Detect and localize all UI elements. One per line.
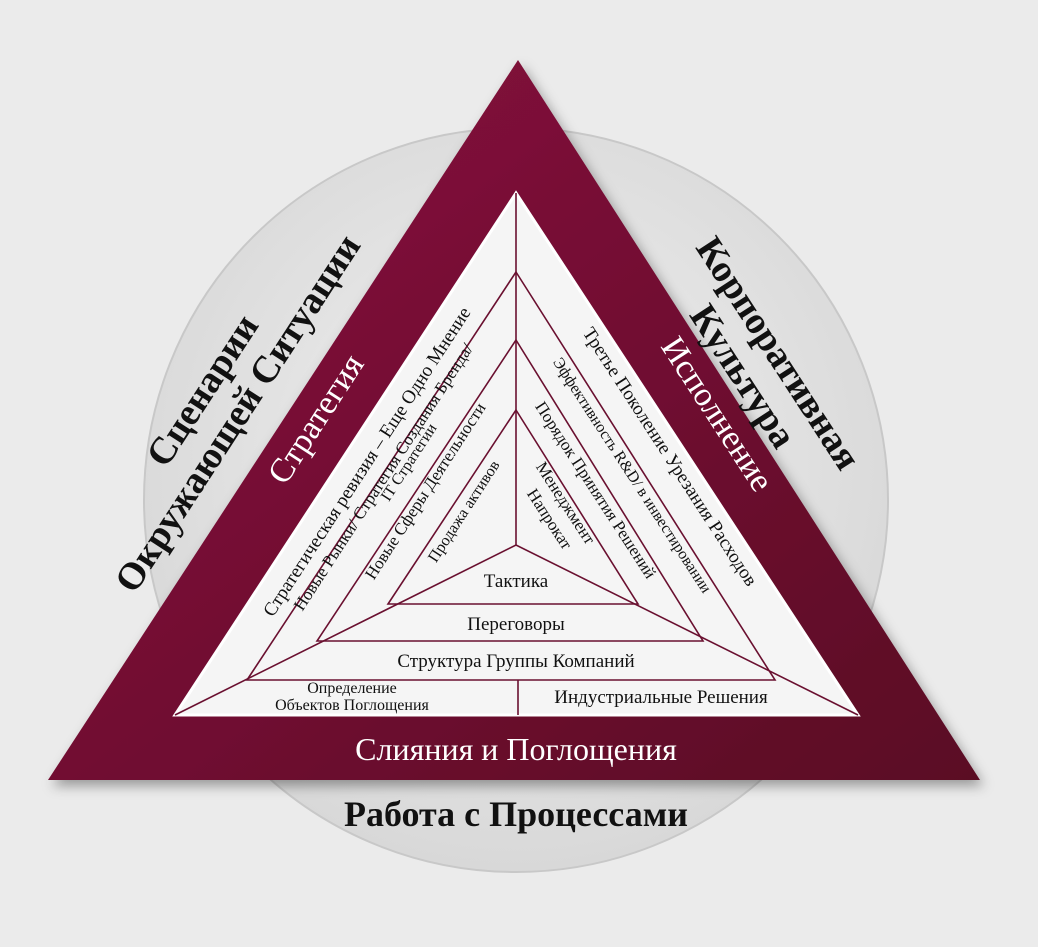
process-work-label: Работа с Процессами: [344, 794, 688, 834]
negotiations-label: Переговоры: [467, 614, 565, 635]
acquisition-targets-line2: Объектов Поглощения: [275, 697, 429, 714]
tactics-label: Тактика: [484, 571, 549, 592]
mergers-band-label: Слияния и Поглощения: [355, 731, 677, 767]
bottom-items: Тактика Переговоры Структура Группы Комп…: [275, 571, 768, 714]
inner-lines: [174, 193, 859, 716]
industrial-solutions-label: Индустриальные Решения: [554, 687, 768, 708]
acquisition-targets-line1: Определение: [307, 680, 397, 697]
group-structure-label: Структура Группы Компаний: [397, 651, 634, 672]
